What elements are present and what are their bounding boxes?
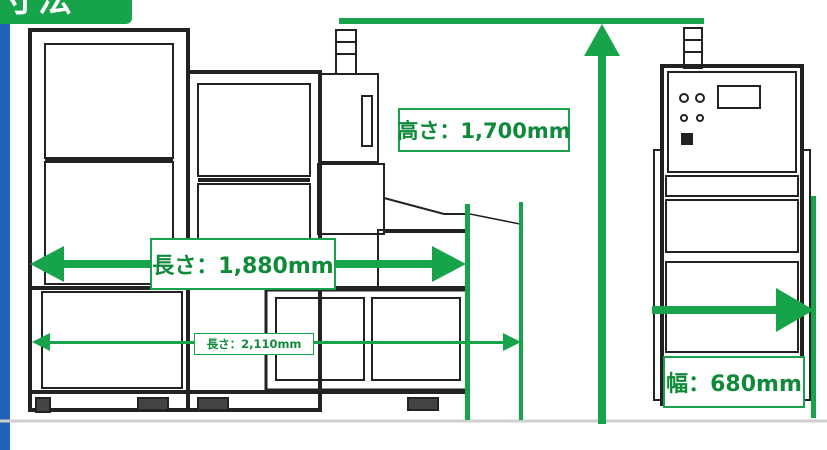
length-2110-end-line bbox=[519, 202, 523, 420]
length-2110-arrow-left bbox=[32, 333, 50, 351]
height-label: 高さ：1,700mm bbox=[397, 108, 571, 152]
side-view-machine bbox=[653, 27, 811, 406]
width-end-line bbox=[811, 196, 816, 418]
length-1880-label: 長さ：1,880mm bbox=[150, 238, 336, 290]
height-top-line bbox=[339, 18, 704, 24]
left-accent-bar bbox=[0, 24, 10, 450]
height-dimension bbox=[339, 18, 704, 424]
length-2110-label: 長さ：2,110mm bbox=[194, 333, 314, 355]
length-1880-arrow-right bbox=[432, 246, 466, 282]
width-dimension bbox=[652, 196, 816, 418]
height-arrow-shaft bbox=[598, 56, 606, 424]
section-tab-label: 寸法 bbox=[2, 0, 74, 20]
length-1880-end-line bbox=[465, 204, 470, 420]
section-tab: 寸法 bbox=[0, 0, 132, 24]
width-arrow-head bbox=[776, 288, 814, 332]
width-arrow-shaft bbox=[652, 306, 788, 314]
length-2110-arrow-right bbox=[503, 333, 521, 351]
height-arrow-head bbox=[584, 24, 620, 56]
length-1880-arrow-left bbox=[30, 246, 64, 282]
width-label: 幅：680mm bbox=[663, 356, 805, 408]
